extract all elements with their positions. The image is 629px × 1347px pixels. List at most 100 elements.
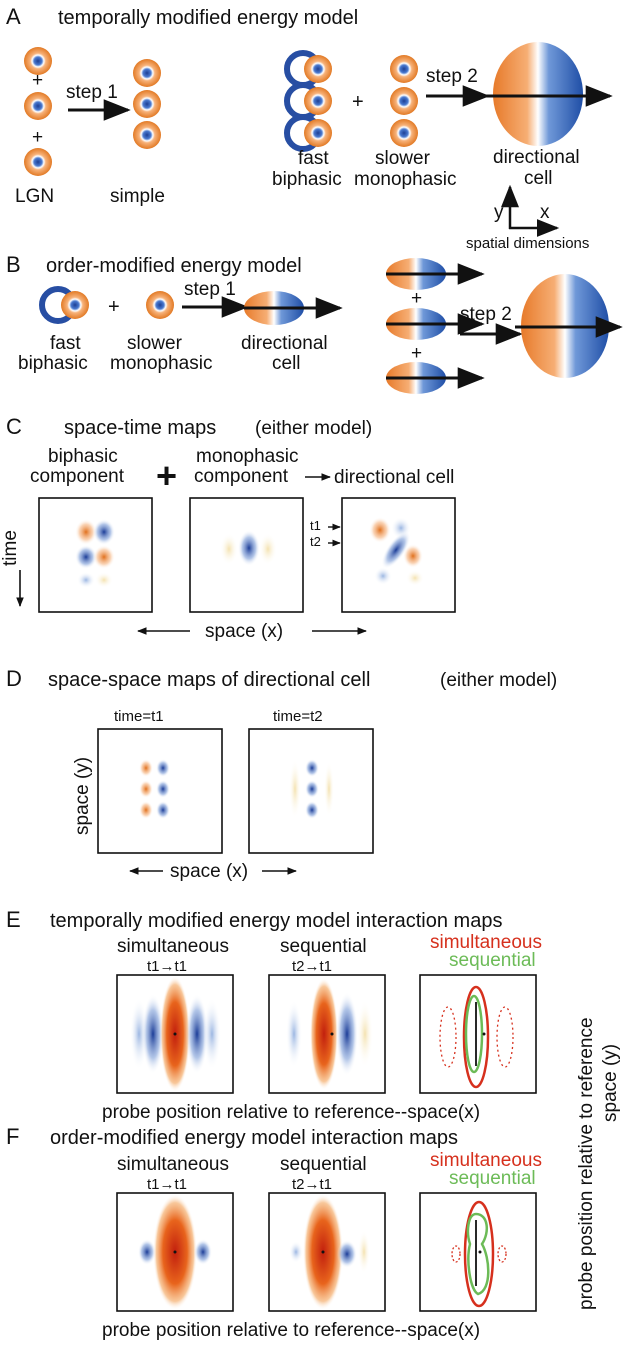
step2-label: step 2 bbox=[426, 66, 478, 87]
lgn-cell-icon bbox=[24, 148, 52, 176]
panel-a-title: temporally modified energy model bbox=[58, 7, 358, 29]
cell-label: cell bbox=[272, 353, 301, 374]
panel-e-title: temporally modified energy model interac… bbox=[50, 910, 502, 932]
lgn-cell-icon bbox=[24, 92, 52, 120]
step1-label: step 1 bbox=[66, 82, 118, 103]
plus-sign: + bbox=[411, 288, 422, 309]
panel-b-title: order-modified energy model bbox=[46, 255, 302, 277]
faint-blob bbox=[358, 1230, 370, 1274]
faint-blob bbox=[203, 998, 221, 1070]
fast-label: fast bbox=[50, 333, 81, 354]
blue-blob bbox=[336, 992, 358, 1076]
reference-dot bbox=[173, 1032, 177, 1036]
space-x-label: space (x) bbox=[170, 861, 248, 882]
panel-c-letter: C bbox=[6, 414, 22, 439]
sequential-label: sequential bbox=[280, 936, 367, 957]
legend-simultaneous: simultaneous bbox=[430, 1150, 542, 1171]
biphasic-component-label: component bbox=[30, 466, 125, 487]
cell-icon bbox=[133, 59, 161, 87]
faint-blob bbox=[220, 533, 238, 565]
panel-c-title: space-time maps bbox=[64, 417, 216, 439]
reference-dot bbox=[173, 1250, 177, 1254]
slower-label: slower bbox=[375, 148, 431, 169]
fast-label: fast bbox=[298, 148, 329, 169]
simultaneous-map-blobs bbox=[138, 1194, 212, 1310]
orange-blob bbox=[139, 759, 153, 777]
directional-label: directional bbox=[493, 147, 580, 168]
blue-blob bbox=[138, 1239, 156, 1265]
faint-blob bbox=[406, 570, 424, 586]
t1-t1-label: t1→t1 bbox=[147, 1176, 187, 1193]
plus-sign: + bbox=[32, 70, 43, 91]
slower-monophasic-stack bbox=[390, 55, 418, 147]
orange-blob bbox=[139, 780, 153, 798]
map-t2-blobs bbox=[289, 759, 334, 819]
time-label: time bbox=[0, 530, 21, 566]
plus-sign: + bbox=[411, 343, 422, 364]
orange-blob bbox=[139, 801, 153, 819]
simple-cell-stack bbox=[133, 59, 161, 149]
lgn-cells bbox=[24, 47, 52, 176]
simultaneous-label: simultaneous bbox=[117, 936, 229, 957]
biphasic-component-label: biphasic bbox=[48, 446, 118, 467]
cell-icon bbox=[390, 87, 418, 115]
plus-sign: + bbox=[108, 296, 120, 318]
simultaneous-contour bbox=[463, 1200, 495, 1308]
faint-blob bbox=[95, 572, 113, 588]
directional-cell-label: directional cell bbox=[334, 467, 454, 488]
contour-map-lines bbox=[451, 1200, 507, 1308]
dotted-contour bbox=[439, 1006, 457, 1068]
panel-d-letter: D bbox=[6, 666, 22, 691]
biphasic-label: biphasic bbox=[272, 169, 342, 190]
contour-map bbox=[419, 974, 537, 1094]
lgn-cell-icon bbox=[24, 47, 52, 75]
cell-icon bbox=[390, 55, 418, 83]
panel-f-title: order-modified energy model interaction … bbox=[50, 1127, 458, 1149]
time-t2-label: time=t2 bbox=[273, 708, 323, 725]
side-label-probe-position: probe position relative to reference bbox=[576, 1017, 597, 1310]
t1-label: t1 bbox=[310, 518, 321, 533]
cell-icon bbox=[61, 291, 89, 319]
time-t1-label: time=t1 bbox=[114, 708, 164, 725]
step2-label: step 2 bbox=[460, 304, 512, 325]
simple-label: simple bbox=[110, 186, 165, 207]
orange-blob bbox=[75, 519, 97, 545]
cell-icon bbox=[304, 87, 332, 115]
t1-t1-label: t1→t1 bbox=[147, 958, 187, 975]
blue-blob bbox=[238, 530, 260, 566]
faint-blob bbox=[357, 1000, 373, 1068]
panel-a-letter: A bbox=[6, 4, 21, 29]
panel-e-letter: E bbox=[6, 907, 21, 932]
legend-sequential: sequential bbox=[449, 1168, 536, 1189]
biphasic-label: biphasic bbox=[18, 353, 88, 374]
cell-icon bbox=[133, 121, 161, 149]
simultaneous-map-blobs bbox=[130, 976, 221, 1092]
orange-blob bbox=[369, 517, 391, 543]
reference-dot bbox=[321, 1250, 325, 1254]
blue-blob bbox=[142, 994, 164, 1074]
faint-blob bbox=[324, 761, 334, 817]
faint-blob bbox=[259, 533, 277, 565]
blue-blob bbox=[156, 780, 170, 798]
contour-map-lines bbox=[439, 985, 514, 1089]
blue-blob bbox=[305, 759, 319, 777]
space-y-label: space (y) bbox=[72, 757, 93, 835]
dotted-contour bbox=[497, 1245, 507, 1263]
blue-blob bbox=[305, 801, 319, 819]
panel-d-title: space-space maps of directional cell bbox=[48, 669, 370, 691]
cell-icon bbox=[304, 55, 332, 83]
blue-blob bbox=[381, 531, 411, 569]
cell-icon bbox=[390, 119, 418, 147]
blue-blob bbox=[305, 780, 319, 798]
orange-blob bbox=[403, 544, 423, 568]
reference-dot bbox=[482, 1032, 486, 1036]
fast-biphasic-stack bbox=[284, 50, 332, 152]
faint-blob bbox=[289, 1241, 303, 1263]
cell-label: cell bbox=[524, 168, 553, 189]
cell-icon bbox=[146, 291, 174, 319]
blue-blob bbox=[156, 801, 170, 819]
blue-blob bbox=[93, 519, 115, 545]
slower-label: slower bbox=[127, 333, 183, 354]
spatial-dimensions-label: spatial dimensions bbox=[466, 235, 589, 252]
